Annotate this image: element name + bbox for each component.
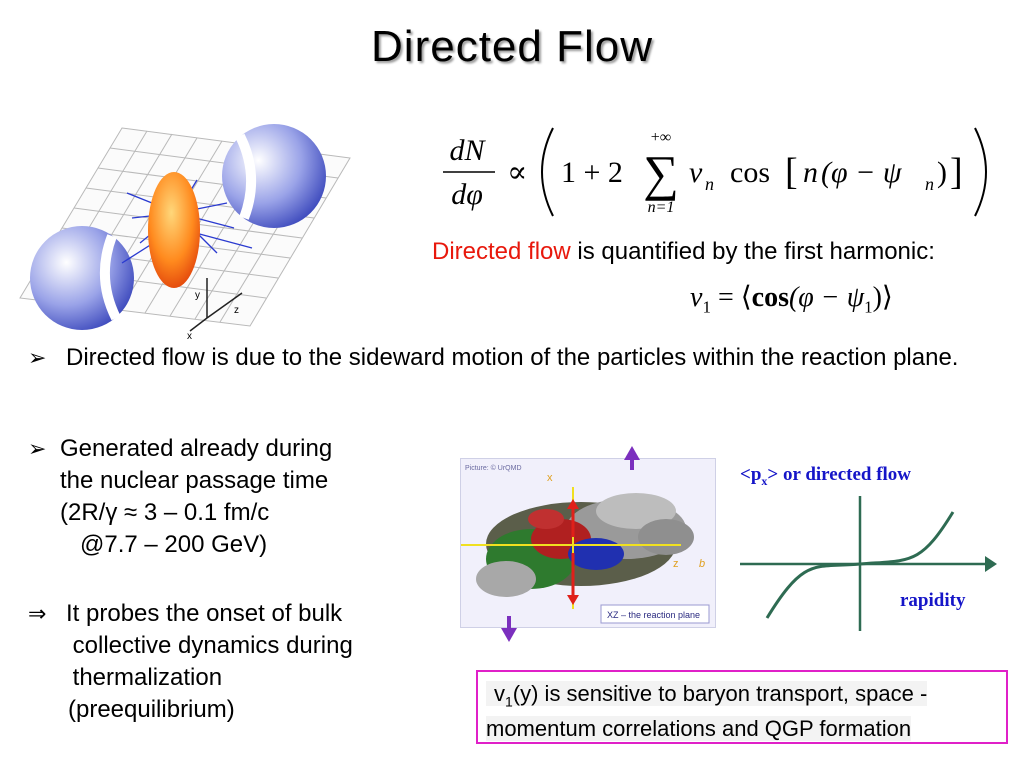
directed-flow-rest: is quantified by the first harmonic: (570, 238, 935, 265)
formula-one-plus-two: 1 + 2 (561, 156, 623, 189)
bullet-nuclear-passage: ➢ Generated already during the nuclear p… (28, 433, 448, 561)
directed-flow-sketch: <px> or directed flow rapidity (740, 464, 997, 631)
formula-lhs-num: dN (449, 134, 486, 167)
v1-psi-sub: 1 (864, 297, 873, 317)
formula-term-n: n (705, 174, 714, 194)
formula-phi-minus-psi: (φ − ψ (821, 156, 903, 189)
sim-picture-label: Picture: © UrQMD (465, 464, 522, 472)
formula-cos: cos (730, 156, 770, 189)
formula-sum-lower: n=1 (648, 199, 675, 216)
bullet-arrow-icon: ➢ (28, 436, 47, 461)
graph-curve (765, 511, 955, 619)
bullet-line: Generated already during (60, 435, 333, 462)
bullet-onset-bulk: ⇒ It probes the onset of bulk collective… (28, 598, 458, 726)
urqmd-simulation-picture: Picture: © UrQMD x z b XZ – the reaction… (460, 458, 716, 628)
v1-arg: (φ − ψ (788, 282, 865, 313)
v1-symbol: v (690, 282, 703, 313)
sim-axis-x: x (547, 472, 553, 484)
bullet-arrow-icon: ➢ (28, 345, 47, 370)
formula-lhs-den: dφ (451, 178, 483, 211)
bullet-line: collective dynamics during (66, 632, 353, 659)
note-sub: 1 (505, 693, 513, 710)
sim-caption: XZ – the reaction plane (607, 610, 700, 620)
v1-sensitivity-note: v1(y) is sensitive to baryon transport, … (476, 670, 1008, 744)
formula-term-v: v (689, 156, 703, 189)
formula-propto: ∝ (507, 156, 527, 189)
formula-close-paren: ) (937, 156, 947, 189)
v1-formula: v1 = ⟨cos(φ − ψ1)⟩ (690, 280, 893, 318)
formula-open-bracket: [ (785, 151, 798, 193)
graph-xlabel: rapidity (900, 590, 966, 611)
bullet-line: It probes the onset of bulk (66, 600, 343, 627)
bullet-text: Directed flow is due to the sideward mot… (66, 344, 959, 371)
left-nucleus-icon (30, 226, 134, 330)
formula-sum-upper: +∞ (651, 129, 671, 146)
sim-axis-z: z (673, 558, 679, 570)
bullet-line: @7.7 – 200 GeV) (60, 531, 268, 558)
axis-z-label: z (234, 305, 239, 316)
implies-icon: ⇒ (28, 601, 47, 626)
fireball-icon (148, 172, 200, 288)
v1-close: )⟩ (872, 282, 893, 313)
v1-cos: cos (751, 282, 789, 313)
right-nucleus-icon (222, 124, 326, 228)
beam-arrows (501, 446, 640, 642)
graph-ylabel: <px> or directed flow (740, 464, 911, 488)
bullet-line: the nuclear passage time (60, 467, 329, 494)
note-text: (y) is sensitive to baryon transport, sp… (486, 681, 928, 742)
bullet-line: (preequilibrium) (68, 696, 235, 723)
note-v: v (494, 681, 505, 706)
slide-title: Directed Flow (371, 22, 653, 71)
formula-psi-sub: n (925, 174, 934, 194)
v1-eq: = ⟨ (710, 282, 752, 313)
sim-axis-b: b (699, 558, 705, 570)
directed-flow-highlight: Directed flow (432, 238, 571, 265)
axes-icon (189, 278, 243, 332)
formula-close-bracket: ] (950, 151, 963, 193)
graph-x-arrow-icon (985, 556, 997, 572)
bullet-line: (2R/γ ≈ 3 – 0.1 fm/c (60, 499, 270, 526)
v1-sub: 1 (702, 297, 711, 317)
formula-bracket-n: n (803, 156, 818, 189)
collision-illustration: y z x (19, 124, 351, 342)
formula-sum-symbol: ∑ (643, 145, 679, 201)
arrow-up-icon (624, 446, 640, 460)
axis-y-label: y (195, 290, 200, 301)
arrow-down-icon (501, 628, 517, 642)
axis-x-label: x (187, 331, 192, 342)
bullet-line: thermalization (66, 664, 223, 691)
directed-flow-statement: Directed flow is quantified by the first… (432, 236, 992, 268)
main-formula: dN dφ ∝ 1 + 2 +∞ ∑ n=1 v n cos [ n (φ − … (443, 127, 987, 217)
bullet-sideward-motion: ➢ Directed flow is due to the sideward m… (28, 342, 1008, 374)
